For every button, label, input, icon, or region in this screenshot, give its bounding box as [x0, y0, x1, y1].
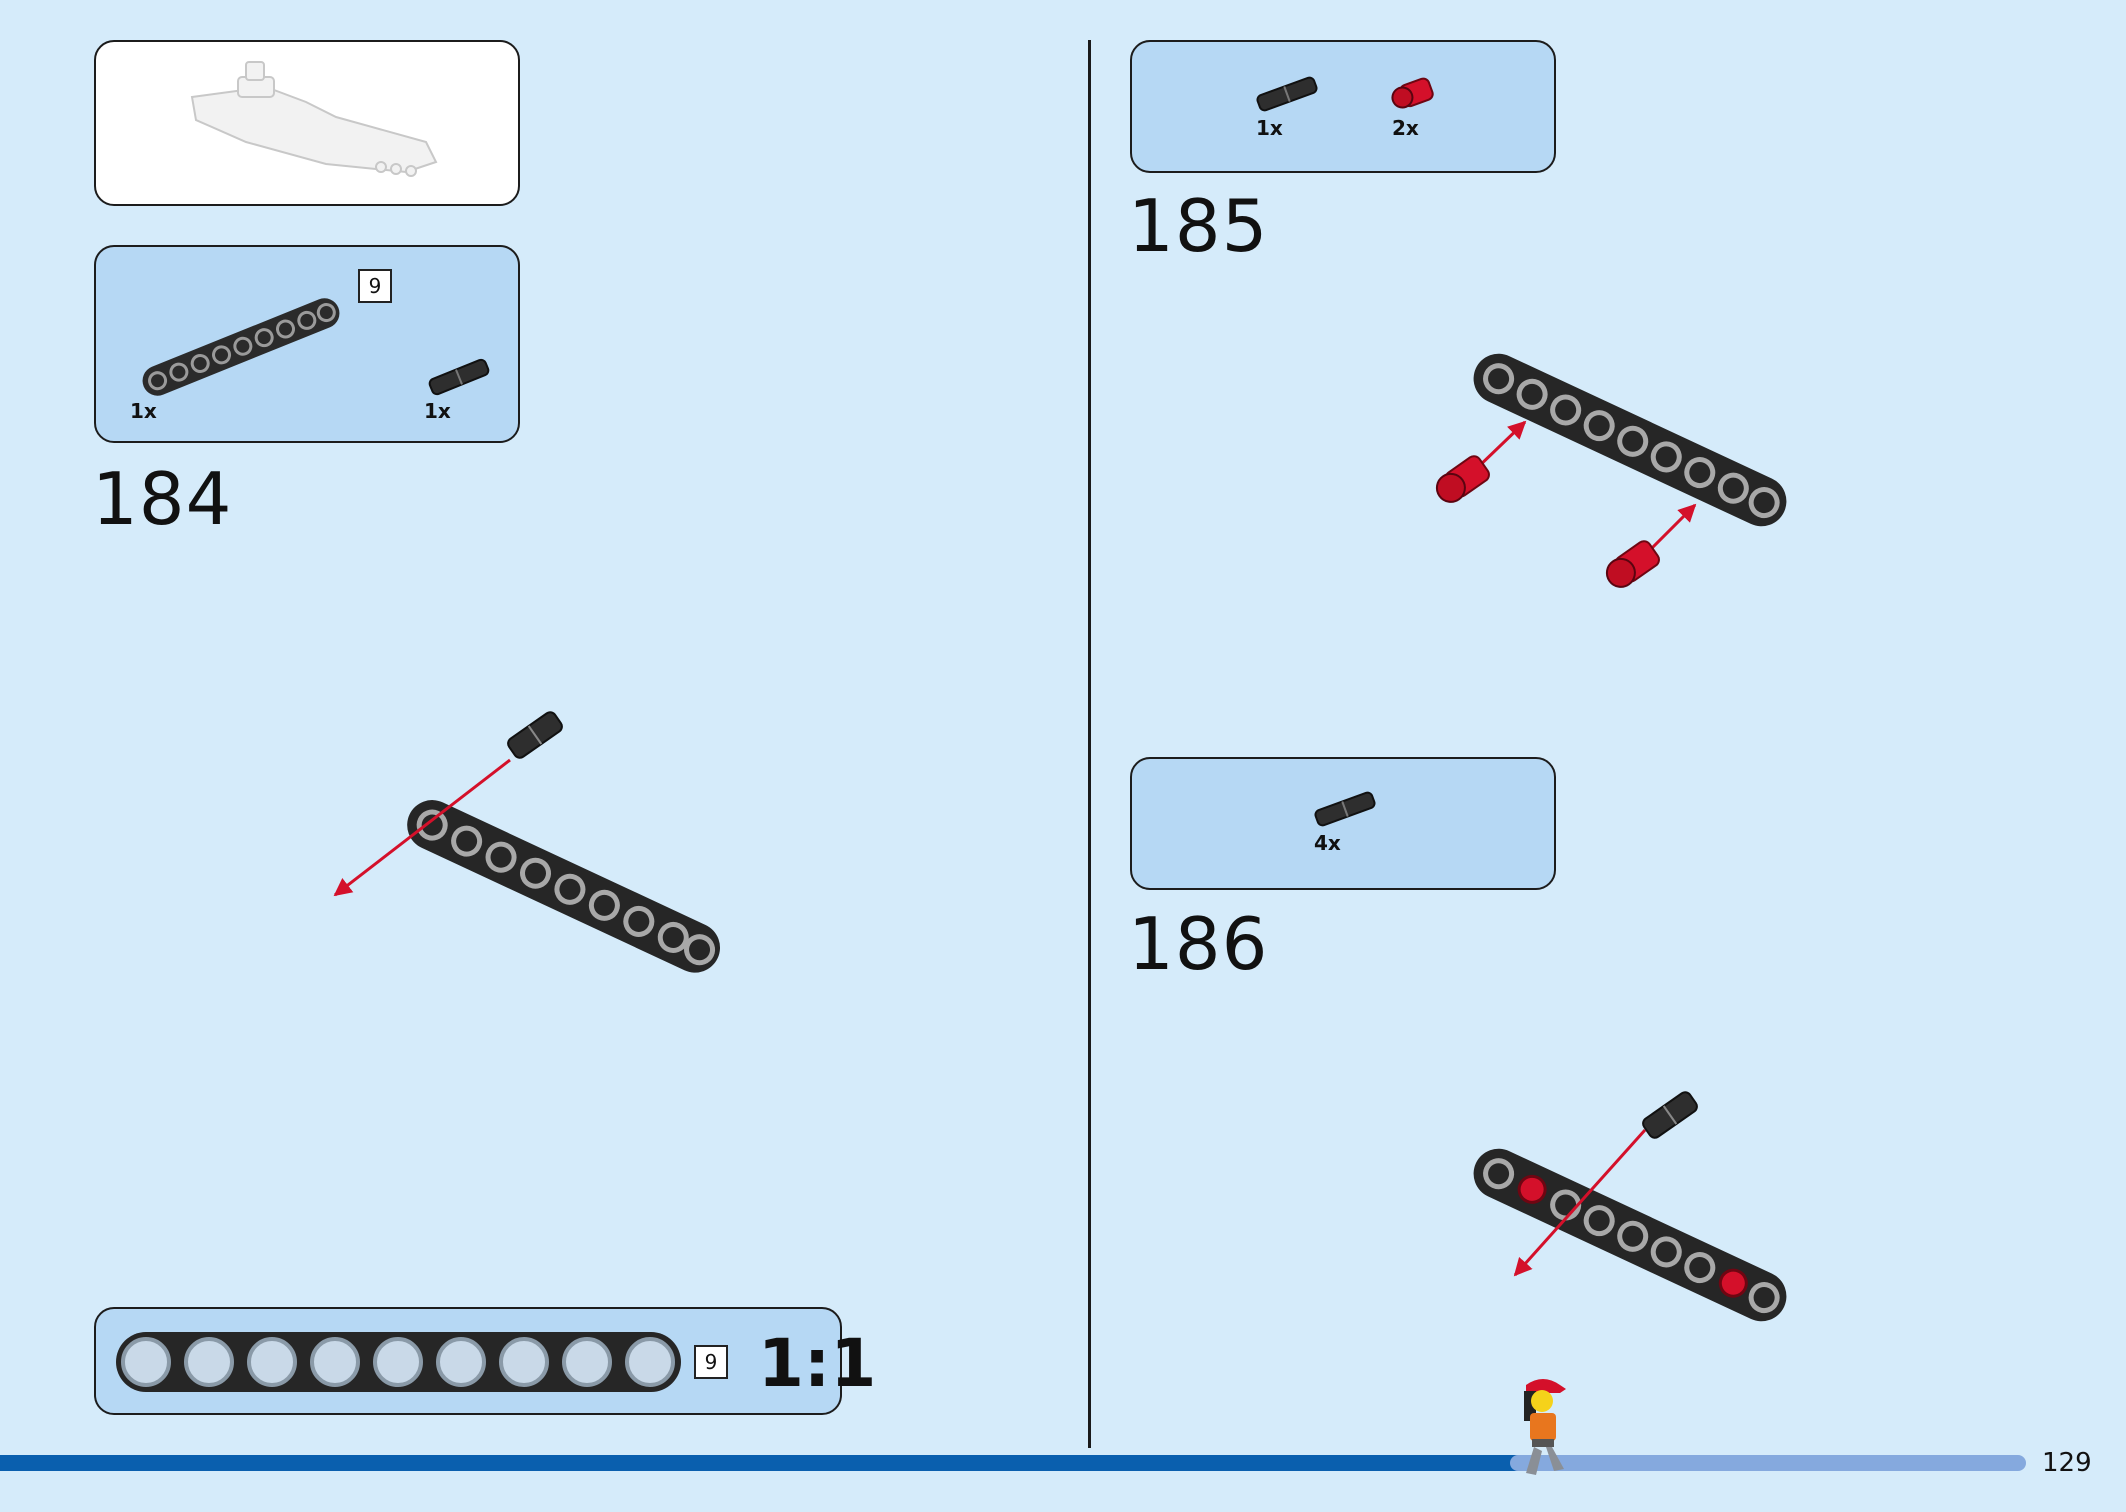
scale-length-reference: 9	[694, 1345, 728, 1379]
friction-pin-icon	[1256, 76, 1318, 112]
pin-quantity: 1x	[424, 399, 451, 423]
pin-quantity: 4x	[1314, 831, 1341, 855]
step-186-assembly-diagram	[1473, 1091, 1787, 1322]
step-186-parts-panel: 4x	[1130, 757, 1556, 890]
friction-pin-icon	[428, 358, 490, 396]
page-divider	[1088, 40, 1091, 1448]
step-number-185: 185	[1128, 184, 1269, 268]
progress-bar-completed	[0, 1455, 1530, 1471]
page-number: 129	[2042, 1448, 2092, 1478]
black-beam-9-icon	[142, 298, 340, 396]
submodel-preview-image	[190, 61, 438, 177]
progress-bar-remaining	[1510, 1455, 2026, 1471]
step-184-parts-panel: 9 1x 1x	[94, 245, 520, 443]
step-185-parts-panel: 1x 2x	[1130, 40, 1556, 173]
submodel-preview-panel	[94, 40, 520, 206]
pin-quantity: 1x	[1256, 116, 1283, 140]
beam-quantity: 1x	[130, 399, 157, 423]
beam-length-reference: 9	[358, 269, 392, 303]
beam-scale-image	[116, 1332, 681, 1392]
scale-reference-panel: 9 1:1	[94, 1307, 876, 1415]
step-number-184: 184	[92, 457, 233, 541]
red-connector-icon	[1391, 77, 1434, 109]
scale-label: 1:1	[758, 1325, 877, 1402]
connector-quantity: 2x	[1392, 116, 1419, 140]
step-184-assembly-diagram	[333, 711, 721, 973]
friction-pin-icon	[1314, 791, 1376, 827]
step-185-assembly-diagram	[1435, 353, 1787, 588]
step-number-186: 186	[1128, 902, 1269, 986]
minifigure-progress-icon	[1524, 1379, 1566, 1475]
